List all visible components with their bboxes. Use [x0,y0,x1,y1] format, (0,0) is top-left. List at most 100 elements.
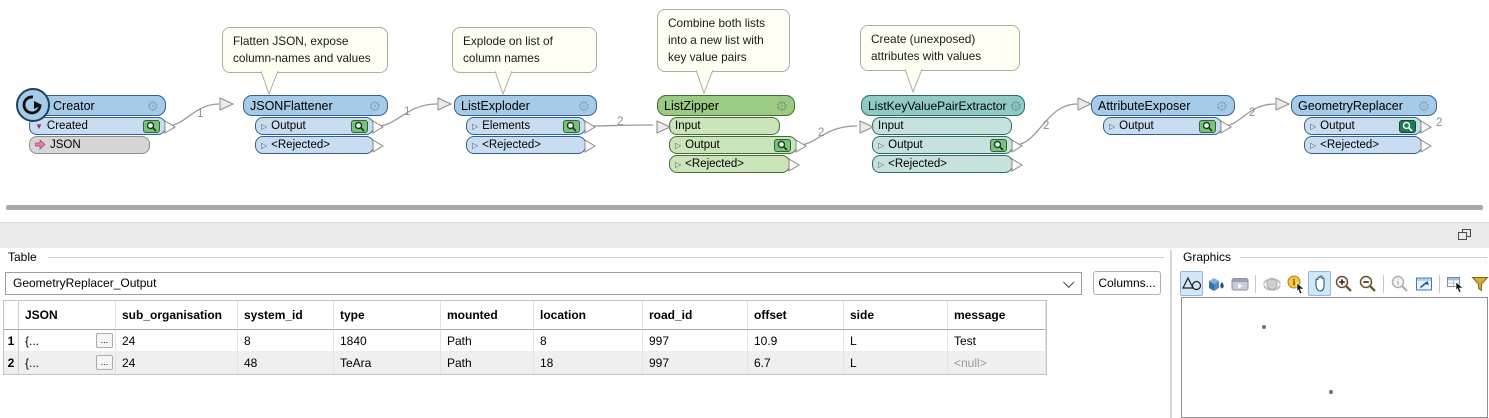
column-header[interactable]: side [844,301,948,330]
port-rejected[interactable]: ▷ <Rejected> [872,155,1023,173]
gear-icon[interactable]: ⚙ [775,97,788,114]
view-2d-button[interactable] [1180,271,1203,296]
float-panel-icon[interactable] [1458,229,1471,241]
column-header[interactable]: offset [748,301,844,330]
node-listkeyvaluepairextractor[interactable]: ListKeyValuePairExtractor ⚙ [861,95,1025,116]
table-cell[interactable]: L [844,330,948,352]
table-cell[interactable]: {...... [19,330,116,352]
table-cell[interactable]: Path [441,330,534,352]
column-header[interactable]: system_id [238,301,334,330]
zoom-in-button[interactable] [1332,271,1355,296]
row-number[interactable]: 2 [4,352,19,374]
graphics-toolbar: i i [1180,270,1489,297]
vertical-splitter[interactable] [1170,250,1172,418]
gear-icon[interactable]: ⚙ [1215,97,1228,114]
port-output[interactable]: ▷ Output [872,136,1023,154]
column-header[interactable]: road_id [643,301,748,330]
inspect-button[interactable] [143,119,160,133]
column-header[interactable]: mounted [441,301,534,330]
filter-button[interactable] [1468,271,1489,296]
table-select-button[interactable] [1444,271,1467,296]
table-cell[interactable]: Path [441,352,534,374]
node-jsonflattener[interactable]: JSONFlattener ⚙ [243,95,388,116]
port-rejected[interactable]: ▷ <Rejected> [669,155,800,173]
port-created[interactable]: ▼ Created [29,117,176,135]
dock-titlebar[interactable] [0,222,1489,248]
annotation-note[interactable]: Create (unexposed) attributes with value… [860,25,1020,94]
expand-cell-button[interactable]: ... [96,355,113,370]
inspect-button-selected[interactable] [1399,119,1416,133]
annotation-line: Combine both lists [668,16,766,30]
column-header[interactable]: message [948,301,1046,330]
feature-type-dropdown[interactable]: GeometryReplacer_Output [5,272,1082,295]
gear-icon[interactable]: ⚙ [1417,97,1430,114]
select-info-button[interactable]: i [1284,271,1307,296]
table-cell[interactable]: {...... [19,352,116,374]
node-listzipper[interactable]: ListZipper ⚙ [657,95,795,116]
expand-cell-button[interactable]: ... [96,333,113,348]
pan-button[interactable] [1308,271,1331,296]
row-number[interactable]: 1 [4,330,19,352]
horizontal-splitter[interactable] [0,202,1489,212]
annotation-note[interactable]: Combine both lists into a new list with … [657,9,790,95]
splitter-handle[interactable] [6,205,1483,210]
port-json[interactable]: JSON [29,136,150,154]
inspect-button[interactable] [990,138,1007,152]
table-cell[interactable]: TeAra [334,352,441,374]
table-cell[interactable]: 10.9 [748,330,844,352]
table-cell[interactable]: 1840 [334,330,441,352]
zoom-out-button[interactable] [1356,271,1379,296]
port-rejected[interactable]: ▷ <Rejected> [255,136,384,154]
workflow-canvas[interactable]: 1 1 2 2 2 2 2 Flatten JSON, expose colum… [0,0,1489,202]
port-output[interactable]: ▷ Output [1304,117,1432,135]
annotation-note[interactable]: Explode on list of column names [452,27,597,96]
fit-view-button[interactable] [1412,271,1435,296]
table-cell[interactable]: 8 [534,330,643,352]
node-attributeexposer[interactable]: AttributeExposer ⚙ [1091,95,1235,116]
port-label: <Rejected> [482,139,541,151]
table-cell[interactable]: 6.7 [748,352,844,374]
port-arrow-icon: ▷ [675,159,682,169]
table-cell[interactable]: 24 [116,352,238,374]
gear-icon[interactable]: ⚙ [577,97,590,114]
annotation-note[interactable]: Flatten JSON, expose column-names and va… [222,27,388,96]
gear-icon[interactable]: ⚙ [146,97,159,114]
inspect-button[interactable] [1199,119,1216,133]
port-elements[interactable]: ▷ Elements [466,117,596,135]
table-cell-null[interactable]: <null> [948,352,1046,374]
zoom-selected-button[interactable]: i [1388,271,1411,296]
port-arrow-icon: ▷ [261,140,268,150]
table-cell[interactable]: 18 [534,352,643,374]
inspect-button[interactable] [774,138,791,152]
table-cell[interactable]: 997 [643,352,748,374]
port-output[interactable]: ▷ Output [669,136,807,154]
table-cell[interactable]: Test [948,330,1046,352]
port-output[interactable]: ▷ Output [1103,117,1232,135]
feature-count-label: 2 [1249,107,1256,119]
column-header[interactable]: sub_organisation [116,301,238,330]
table-cell[interactable]: 48 [238,352,334,374]
gear-icon[interactable]: ⚙ [1009,97,1023,114]
table-cell[interactable]: L [844,352,948,374]
column-header[interactable]: location [534,301,643,330]
table-cell[interactable]: 997 [643,330,748,352]
inspect-button[interactable] [351,119,368,133]
port-input[interactable]: Input [859,117,1012,135]
table-cell[interactable]: 8 [238,330,334,352]
node-geometryreplacer[interactable]: GeometryReplacer ⚙ [1291,95,1437,116]
column-header[interactable]: JSON [19,301,116,330]
graphics-view[interactable] [1181,297,1488,418]
port-rejected[interactable]: ▷ <Rejected> [466,136,596,154]
view-3d-button[interactable] [1204,271,1227,296]
inspect-button[interactable] [563,119,580,133]
column-header[interactable]: type [334,301,441,330]
gear-icon[interactable]: ⚙ [368,97,381,114]
node-listexploder[interactable]: ListExploder ⚙ [454,95,597,116]
record-view-button[interactable] [1228,271,1251,296]
columns-button[interactable]: Columns... [1093,271,1161,295]
port-output[interactable]: ▷ Output [255,117,384,135]
port-rejected[interactable]: ▷ <Rejected> [1304,136,1432,154]
table-cell[interactable]: 24 [116,330,238,352]
port-input[interactable]: Input [656,117,780,135]
orbit-button[interactable] [1260,271,1283,296]
